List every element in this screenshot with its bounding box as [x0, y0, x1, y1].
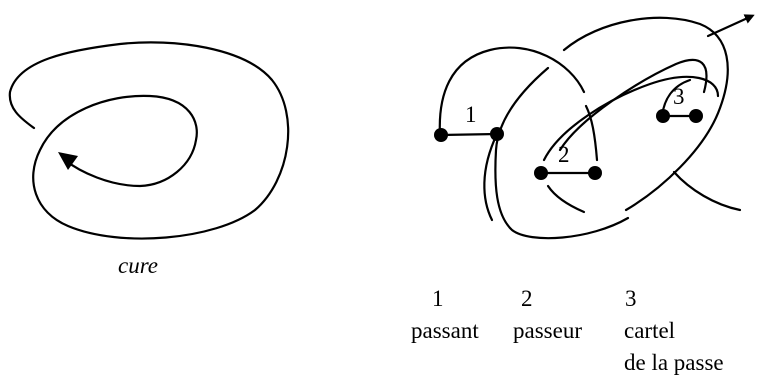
legend-label-2: passeur	[513, 318, 582, 343]
bar-1	[440, 132, 498, 137]
loop-curve-j	[546, 184, 586, 214]
cure-caption: cure	[118, 253, 158, 278]
legend-label-3: cartel	[624, 318, 675, 343]
loop-curve-a	[438, 46, 586, 137]
legend-number-2: 2	[521, 286, 533, 311]
loop-curve-i	[672, 170, 742, 212]
loop-curve-g	[558, 58, 708, 152]
node-2-label: 2	[558, 142, 570, 167]
legend-number-1: 1	[432, 286, 444, 311]
passe-figure: 1 2 3	[434, 14, 755, 240]
legend: 1 passant 2 passeur 3 cartel de la passe	[411, 286, 724, 375]
cure-figure: cure	[8, 41, 290, 278]
legend-label-1: passant	[411, 318, 479, 343]
loop-curve-b	[584, 104, 599, 162]
legend-number-3: 3	[625, 286, 637, 311]
node-3-right-dot	[689, 109, 703, 123]
loop-curve-d	[483, 132, 499, 222]
loop-curve-c	[494, 66, 630, 240]
node-1-right-dot	[490, 127, 504, 141]
loop-curve-e	[562, 16, 729, 212]
node-1-left-dot	[434, 128, 448, 142]
cure-spiral-curve	[8, 41, 290, 240]
loop-curve-f	[542, 75, 720, 162]
node-2-left-dot	[534, 166, 548, 180]
node-3-left-dot	[656, 109, 670, 123]
node-3-label: 3	[673, 84, 685, 109]
node-2-right-dot	[588, 166, 602, 180]
legend-sublabel-3: de la passe	[624, 350, 724, 375]
node-1-label: 1	[465, 102, 477, 127]
outgoing-arrow-line	[706, 14, 755, 38]
cure-arrowhead-icon	[58, 152, 78, 170]
